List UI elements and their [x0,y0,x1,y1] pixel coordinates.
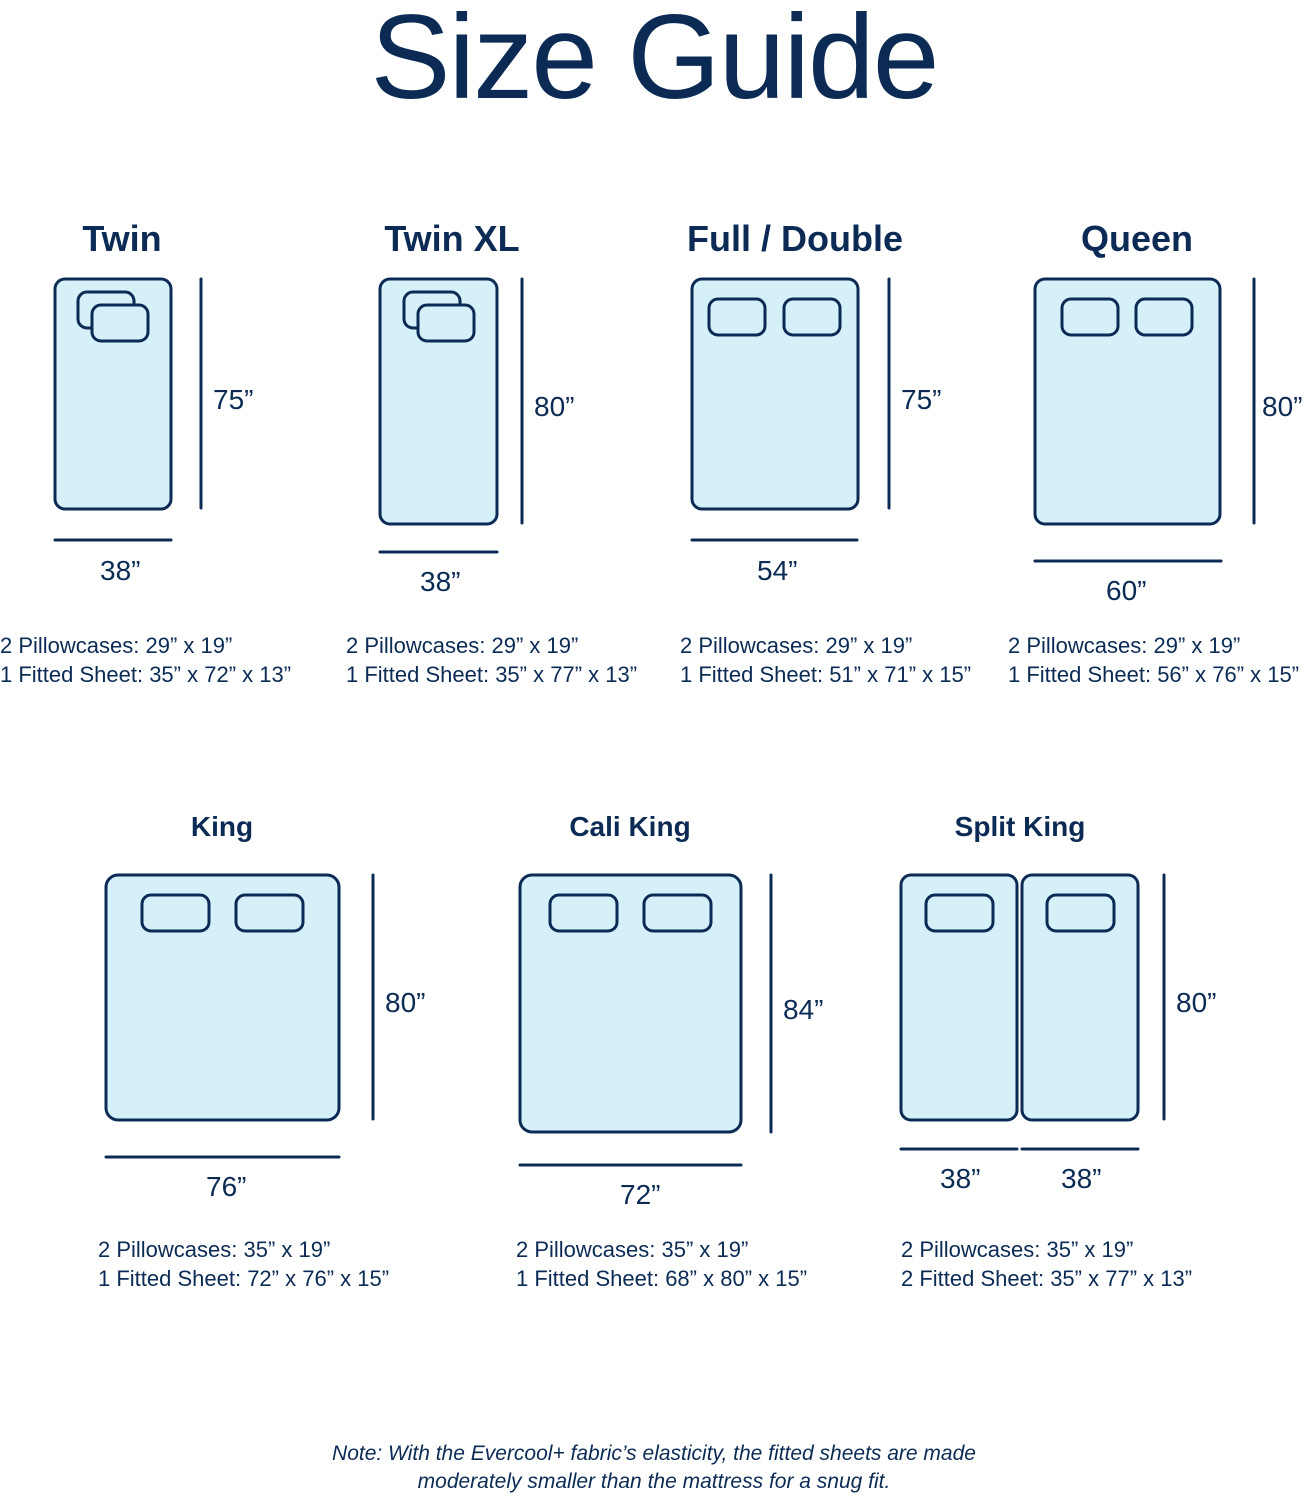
bed-name-cali-king: Cali King [569,811,691,842]
footnote-line-2: moderately smaller than the mattress for… [417,1470,891,1493]
twin-specs: 2 Pillowcases: 29” x 19” 1 Fitted Sheet:… [0,631,291,689]
twin-xl-pillowcases: 2 Pillowcases: 29” x 19” [346,633,579,658]
pillow-icon [90,303,150,343]
queen-mattress [1033,277,1222,526]
cali-king-sheet: 1 Fitted Sheet: 68” x 80” x 15” [516,1266,808,1291]
footnote-line-1: Note: With the Evercool+ fabric’s elasti… [332,1442,976,1465]
split-king-width-label-1: 38” [940,1163,981,1194]
full-specs: 2 Pillowcases: 29” x 19” 1 Fitted Sheet:… [680,631,971,689]
cali-king-pillowcases: 2 Pillowcases: 35” x 19” [516,1237,749,1262]
bed-name-queen: Queen [1080,218,1194,259]
king-length-label: 80” [385,987,426,1018]
king-sheet: 1 Fitted Sheet: 72” x 76” x 15” [98,1266,390,1291]
king-mattress [104,873,341,1122]
queen-length-label: 80” [1262,391,1303,422]
full-mattress [690,277,860,511]
pillow-icon [642,893,713,933]
footnote: Note: With the Evercool+ fabric’s elasti… [0,1440,1308,1496]
king-width-label: 76” [206,1171,247,1202]
pillow-icon [1134,297,1194,337]
pillow-icon [416,303,476,343]
pillow-icon [782,297,842,337]
full-length-label: 75” [901,384,942,415]
cali-king-width-label: 72” [620,1179,661,1210]
bed-name-king: King [190,811,254,842]
split-king-width-label-2: 38” [1061,1163,1102,1194]
pillow-icon [548,893,619,933]
king-specs: 2 Pillowcases: 35” x 19” 1 Fitted Sheet:… [98,1235,389,1293]
pillow-icon [1060,297,1120,337]
queen-specs: 2 Pillowcases: 29” x 19” 1 Fitted Sheet:… [1008,631,1299,689]
pillow-icon [1045,893,1116,933]
page-title: Size Guide [370,0,940,124]
split-king-sheet: 2 Fitted Sheet: 35” x 77” x 13” [901,1266,1193,1291]
full-width-label: 54” [757,555,798,586]
twin-mattress [53,277,173,511]
split-king-pillowcases: 2 Pillowcases: 35” x 19” [901,1237,1134,1262]
twin-xl-mattress [378,277,499,526]
twin-xl-specs: 2 Pillowcases: 29” x 19” 1 Fitted Sheet:… [346,631,637,689]
twin-width-label: 38” [100,555,141,586]
twin-sheet: 1 Fitted Sheet: 35” x 72” x 13” [0,662,292,687]
full-sheet: 1 Fitted Sheet: 51” x 71” x 15” [680,662,972,687]
cali-king-length-label: 84” [783,994,824,1025]
pillow-icon [140,893,211,933]
king-pillowcases: 2 Pillowcases: 35” x 19” [98,1237,331,1262]
bed-name-full-double: Full / Double [687,218,903,259]
split-king-length-label: 80” [1176,987,1217,1018]
bed-name-twin: Twin [82,218,162,259]
bed-name-split-king: Split King [954,811,1086,842]
twin-pillowcases: 2 Pillowcases: 29” x 19” [0,633,233,658]
split-king-mattress [899,873,1140,1122]
queen-sheet: 1 Fitted Sheet: 56” x 76” x 15” [1008,662,1300,687]
twin-xl-width-label: 38” [420,566,461,597]
cali-king-mattress [518,873,743,1134]
queen-pillowcases: 2 Pillowcases: 29” x 19” [1008,633,1241,658]
twin-xl-length-label: 80” [534,391,575,422]
full-pillowcases: 2 Pillowcases: 29” x 19” [680,633,913,658]
twin-xl-sheet: 1 Fitted Sheet: 35” x 77” x 13” [346,662,638,687]
bed-name-twin-xl: Twin XL [384,218,520,259]
queen-width-label: 60” [1106,575,1147,606]
pillow-icon [234,893,305,933]
pillow-icon [707,297,767,337]
cali-king-specs: 2 Pillowcases: 35” x 19” 1 Fitted Sheet:… [516,1235,807,1293]
split-king-specs: 2 Pillowcases: 35” x 19” 2 Fitted Sheet:… [901,1235,1192,1293]
twin-length-label: 75” [213,384,254,415]
pillow-icon [924,893,995,933]
